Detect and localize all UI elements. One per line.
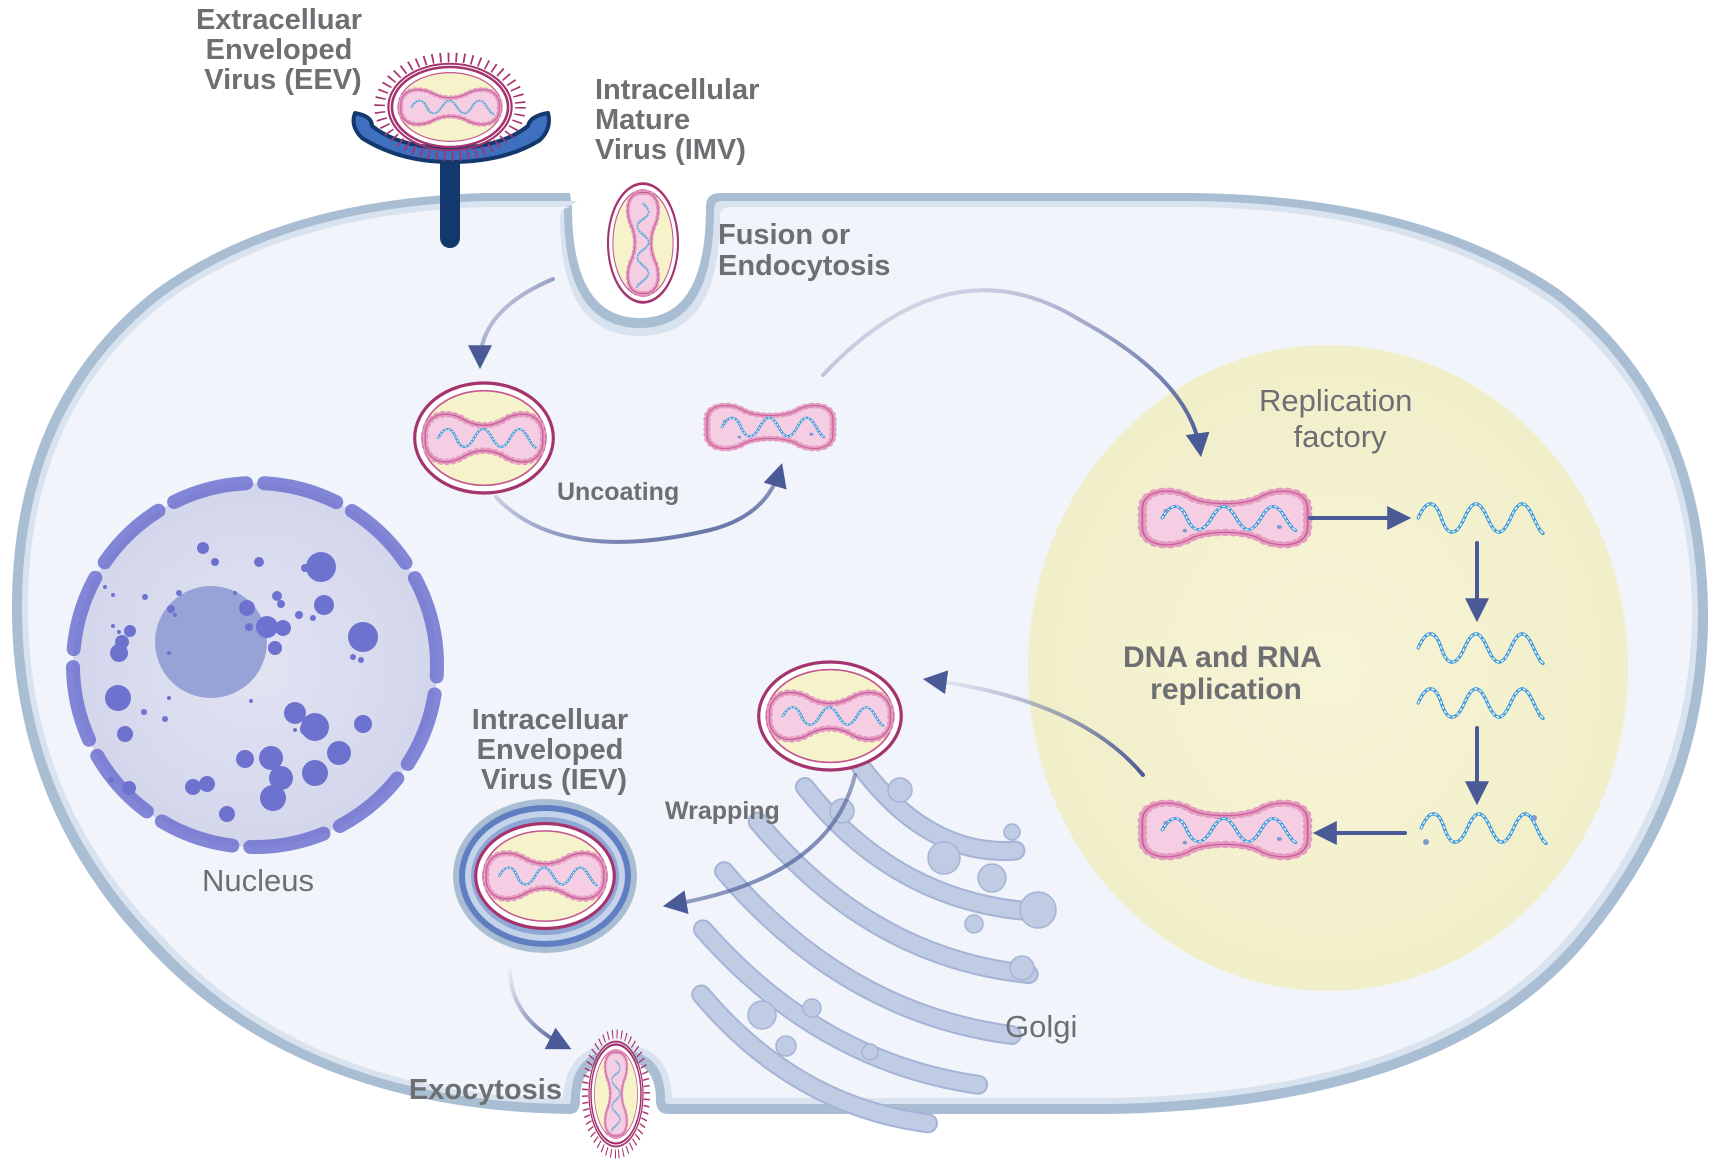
nucleus-label: Nucleus [202, 863, 314, 898]
fusion-label: Fusion or Endocytosis [718, 219, 890, 282]
nucleus-granule [256, 616, 278, 638]
nucleus-granule [348, 622, 378, 652]
nucleus-granule [110, 644, 128, 662]
nucleus-granule [111, 624, 115, 628]
nucleolus [155, 586, 267, 698]
nucleus-granule [167, 696, 171, 700]
nucleus-granule [219, 806, 235, 822]
nucleus-granule [300, 722, 314, 736]
imv-label: Intracellular Mature Virus (IMV) [595, 74, 767, 166]
arrow-entry [468, 277, 555, 370]
nucleus-granule [314, 595, 334, 615]
nucleus-granule [254, 557, 264, 567]
nucleus-granule [354, 715, 372, 733]
uncoating-label: Uncoating [557, 478, 679, 506]
nucleus-granule [306, 552, 336, 582]
dna-rna-replication-label: DNA and RNA replication [1123, 641, 1329, 706]
nucleus-granule [111, 593, 115, 597]
nucleus-granule [302, 760, 328, 786]
nucleus-granule [173, 613, 177, 617]
nucleus-granule [108, 777, 114, 783]
nucleus-granule [275, 620, 291, 636]
nucleus-granule [268, 641, 282, 655]
mature-virion-new [759, 662, 902, 770]
arrow-to-mature [922, 670, 1145, 777]
nucleus-granule [327, 741, 351, 765]
nucleus-granule [176, 590, 182, 596]
iev-virion [453, 799, 637, 953]
nucleus-granule [199, 776, 215, 792]
nucleus-granule [310, 615, 316, 621]
arrows [468, 277, 1489, 1050]
iev-label: Intracelluar Enveloped Virus (IEV) [472, 704, 636, 796]
nucleus-granule [245, 623, 253, 631]
golgi-vesicles [747, 751, 1057, 1061]
nucleus-granule [124, 625, 136, 637]
arrow-wrapping [662, 773, 857, 915]
nucleus-granule [103, 585, 107, 589]
nucleus-granule [293, 728, 297, 732]
nucleus [66, 476, 444, 854]
arrow-uncoating [494, 463, 787, 544]
nucleus-granule [233, 591, 237, 595]
nucleus-granule [117, 726, 133, 742]
golgi-label: Golgi [1005, 1009, 1077, 1044]
wrapping-label: Wrapping [665, 797, 780, 825]
arrow-exocytosis [508, 968, 572, 1050]
eev-label: Extracelluar Enveloped Virus (EEV) [196, 4, 370, 96]
nucleus-granule [284, 702, 306, 724]
nucleus-granule [350, 654, 356, 660]
nucleus-granule [358, 657, 364, 663]
nucleus-granule [167, 651, 171, 655]
nucleus-granule [117, 630, 121, 634]
nucleus-granule [142, 594, 148, 600]
nucleus-granule [185, 779, 201, 795]
nucleus-granule [242, 756, 248, 762]
nucleus-granule [249, 699, 253, 703]
golgi-apparatus [691, 752, 1045, 1134]
nucleus-granule [211, 558, 219, 566]
replication-factory-label: Replication factory [1259, 383, 1421, 454]
nucleus-granule [167, 605, 175, 613]
arrow-to-factory [821, 288, 1210, 458]
nucleus-granule [105, 685, 131, 711]
nucleus-granule [122, 781, 136, 795]
nucleus-granule [259, 746, 283, 770]
nucleus-granule [295, 611, 303, 619]
nucleus-granule [260, 785, 286, 811]
nucleus-granule [277, 600, 285, 608]
exocytosis-label: Exocytosis [409, 1074, 562, 1106]
receptor [351, 111, 551, 248]
imv-virion-inside [415, 383, 554, 493]
nucleus-granule [272, 591, 282, 601]
nucleus-granule [162, 716, 168, 722]
nucleus-granule [269, 766, 293, 790]
nucleus-granule [141, 709, 147, 715]
imv-entering-virion [608, 184, 678, 303]
nucleus-granule [197, 542, 209, 554]
nucleus-granule [239, 600, 255, 616]
